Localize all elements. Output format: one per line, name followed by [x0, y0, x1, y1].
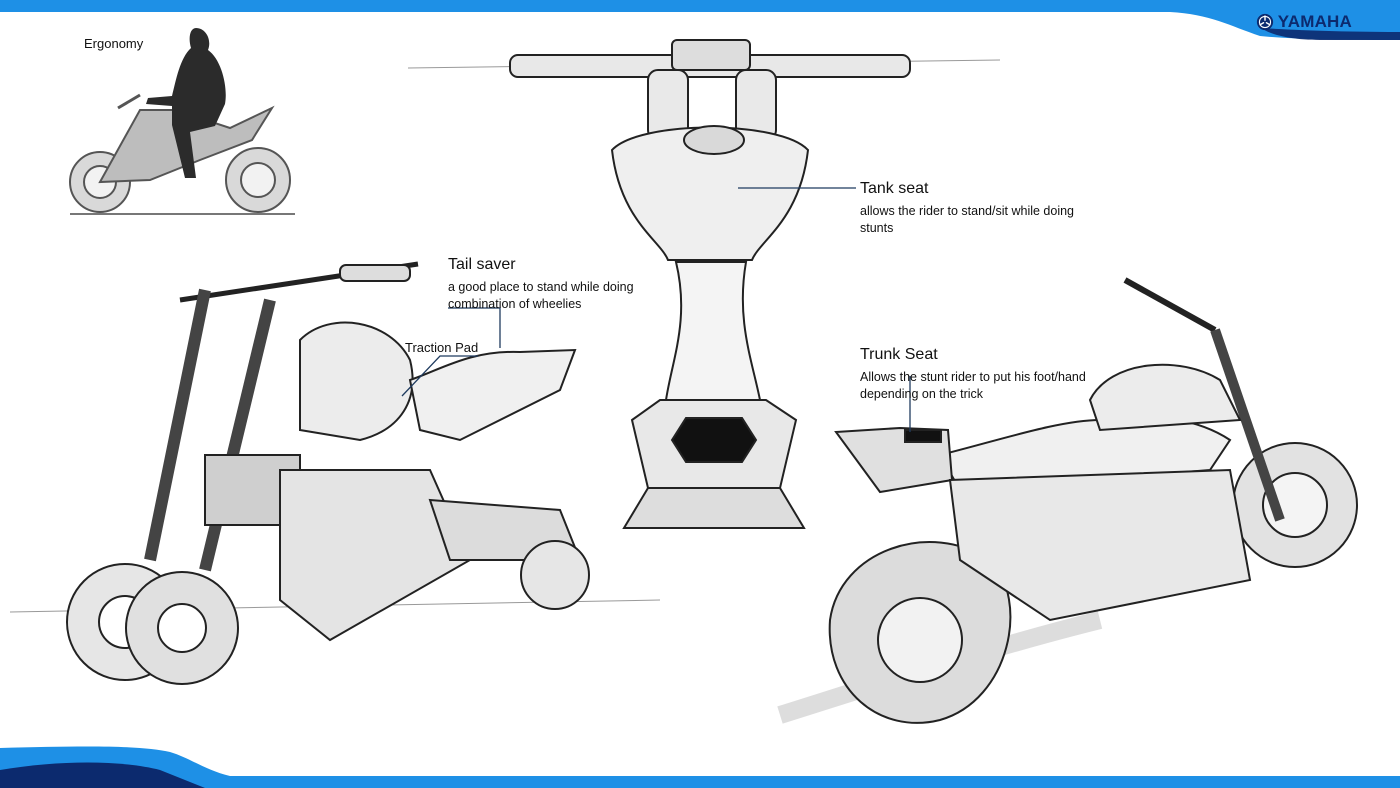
seat-spine	[664, 261, 762, 401]
tail-saver-desc-line1: a good place to stand while doing	[448, 280, 634, 294]
fork-left	[144, 288, 211, 562]
tank-seat-desc-line2: stunts	[860, 221, 894, 235]
seat-tail	[408, 348, 577, 442]
traction-pad-label: Traction Pad	[405, 340, 479, 355]
bottom-band	[0, 746, 1400, 788]
brand-logo: YAMAHA	[1256, 12, 1352, 32]
front-three-quarter-sketch	[9, 261, 661, 685]
tuning-fork-emblem-icon	[1256, 13, 1273, 31]
trunk-seat-desc-line2: depending on the trick	[860, 387, 984, 401]
trunk-seat-title: Trunk Seat	[860, 346, 938, 363]
tank-seat-desc-line1: allows the rider to stand/sit while doin…	[860, 204, 1075, 218]
fork-right	[199, 298, 276, 572]
ergonomy-label: Ergonomy	[84, 36, 144, 51]
tail-saver-leader	[448, 307, 501, 348]
bottom-band-navy	[0, 762, 205, 788]
tank-top	[1088, 363, 1242, 432]
rear-wheel	[520, 540, 590, 610]
fork	[1210, 328, 1285, 522]
trunk-box	[834, 426, 954, 494]
callout-lines	[401, 187, 911, 432]
tank-body	[299, 321, 414, 442]
trunk-seat-desc-line1: Allows the stunt rider to put his foot/h…	[860, 370, 1086, 384]
brand-name: YAMAHA	[1277, 12, 1352, 31]
top-view-sketch	[407, 39, 1001, 529]
tail-saver-desc-line2: combination of wheelies	[448, 297, 582, 311]
rear-three-quarter-sketch	[777, 277, 1358, 724]
rider-silhouette	[146, 28, 226, 178]
top-band-navy	[1262, 28, 1400, 40]
traction-pad-leader	[401, 355, 478, 397]
tail-saver-title: Tail saver	[448, 256, 516, 273]
ergonomy-thumbnail	[69, 28, 295, 215]
tank-seat-title: Tank seat	[860, 180, 929, 197]
top-band	[0, 0, 1400, 40]
